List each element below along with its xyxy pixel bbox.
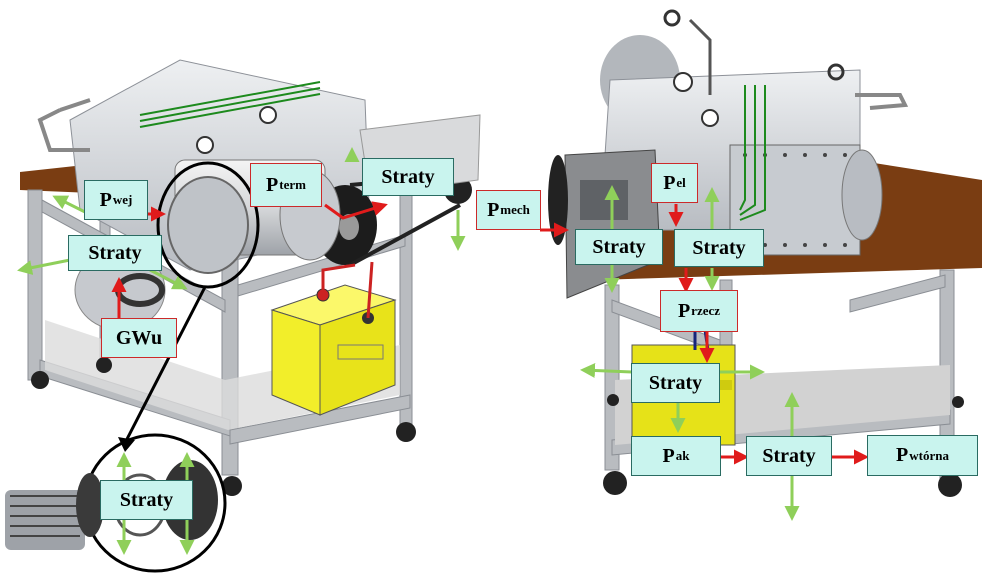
magnify-circle-small [156, 161, 260, 289]
label-straty-bottom: Straty [746, 436, 832, 476]
right-tube-frame [855, 93, 909, 110]
magnify-link-line [123, 286, 207, 444]
left-green-tubes [139, 81, 321, 128]
right-inner-block [580, 180, 628, 220]
left-flywheel-hub [339, 214, 359, 240]
left-battery [270, 284, 397, 416]
left-machine [5, 59, 481, 573]
label-straty-left: Straty [68, 235, 162, 271]
label-gwu: GWu [101, 318, 177, 358]
arrow-pterm-to-engine [324, 201, 388, 220]
right-gauge-1 [673, 72, 693, 92]
label-straty-zoom: Straty [100, 480, 193, 520]
power-flow-arrows [111, 201, 869, 465]
left-tube-frame [37, 98, 91, 152]
magnify-link-arrowhead [118, 437, 135, 452]
right-lifting-eye-2 [827, 63, 845, 81]
label-straty-right-b: Straty [674, 229, 764, 267]
right-gas-tube [688, 18, 712, 95]
right-end-cap [841, 149, 883, 241]
left-wheels [31, 357, 416, 496]
label-straty-mid: Straty [631, 363, 720, 403]
left-heater-head [167, 176, 249, 274]
label-straty-top: Straty [362, 158, 454, 196]
left-gauge-2 [259, 106, 277, 124]
right-wheels [603, 394, 964, 497]
right-gauge-2 [701, 109, 719, 127]
left-battery-cables [321, 261, 374, 319]
right-green-wires [739, 85, 766, 221]
left-gauge-1 [196, 136, 214, 154]
label-straty-right-a: Straty [575, 229, 663, 265]
loss-arrows [17, 147, 800, 555]
right-lifting-eye-1 [663, 9, 681, 27]
